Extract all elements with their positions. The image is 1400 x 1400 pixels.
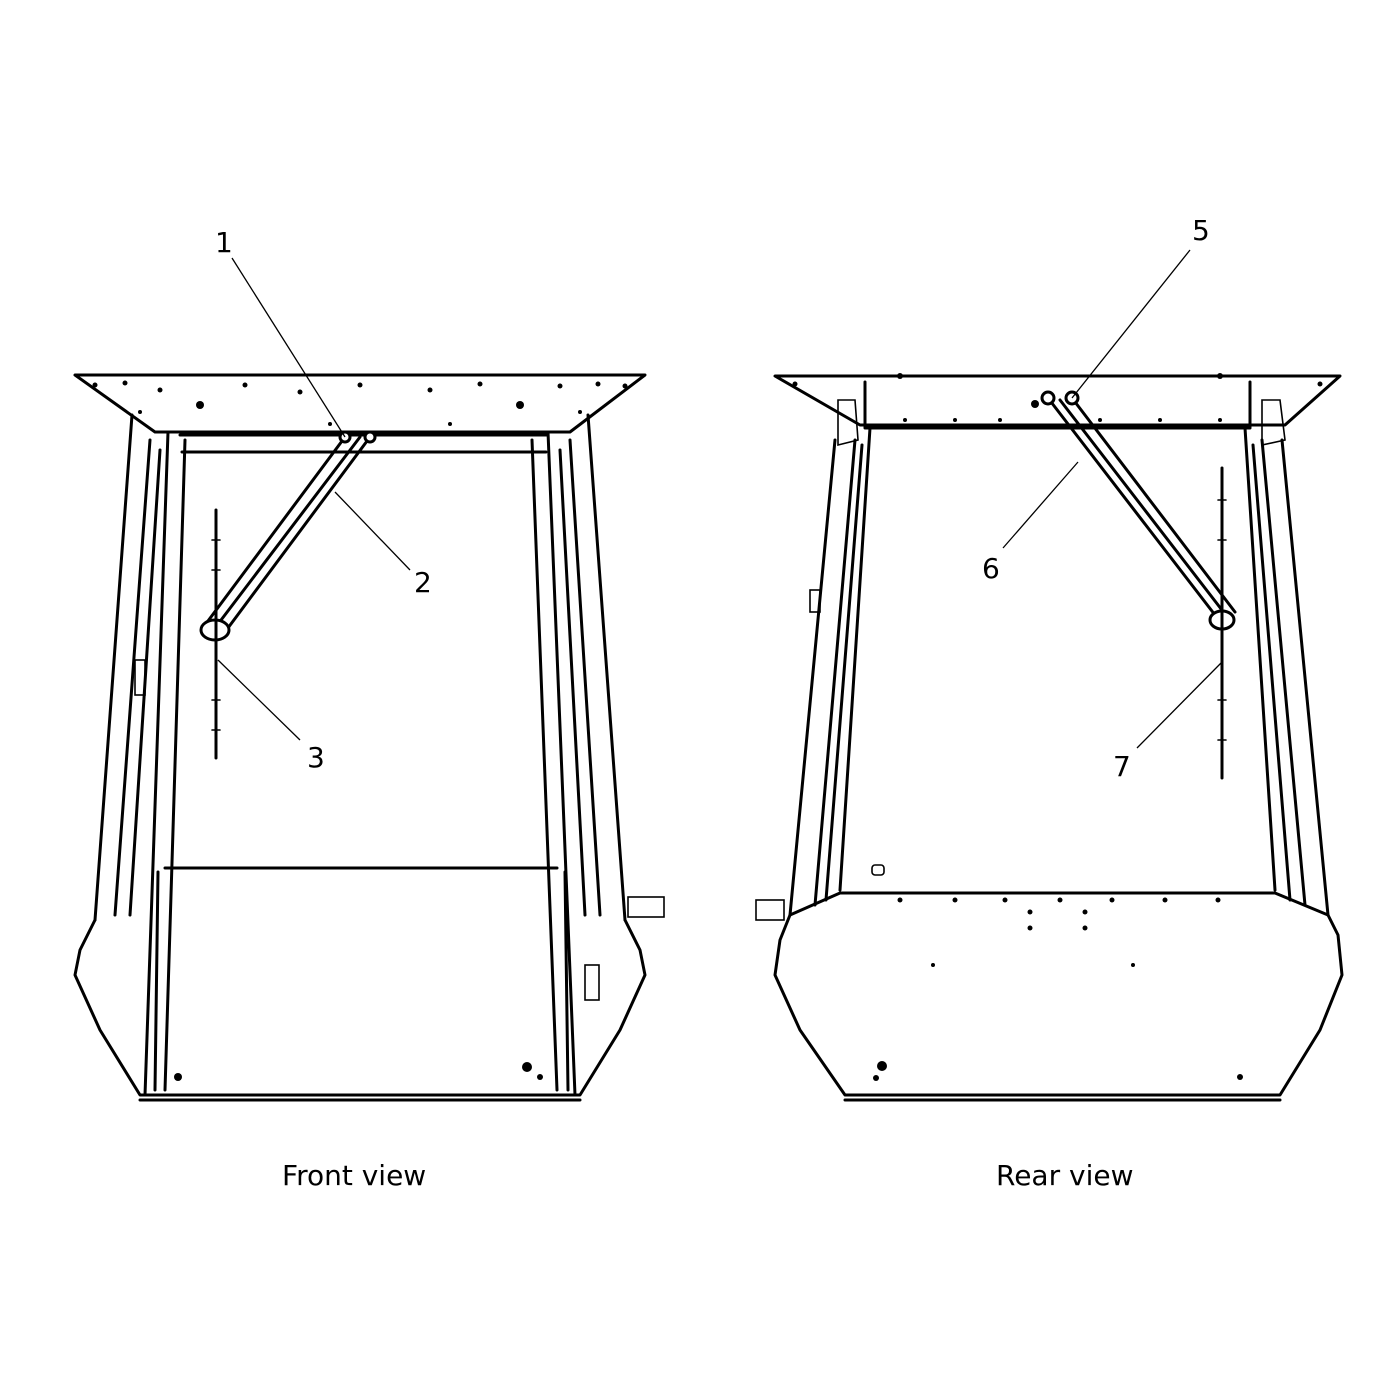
callout-7: 7 bbox=[1113, 750, 1131, 783]
front-wiper-pivot-2 bbox=[363, 430, 377, 444]
front-right-door-post bbox=[530, 430, 577, 1097]
front-wiper-arm bbox=[203, 435, 372, 634]
front-left-outer-pillar bbox=[93, 413, 162, 922]
rear-right-bracket bbox=[1261, 399, 1286, 446]
caption-front-view: Front view bbox=[282, 1159, 426, 1192]
callout-3: 3 bbox=[307, 741, 325, 774]
rear-left-pillar bbox=[788, 426, 872, 917]
callout-2: 2 bbox=[414, 566, 432, 599]
caption-rear-view: Rear view bbox=[996, 1159, 1133, 1192]
front-view-drawing bbox=[73, 373, 665, 1102]
rear-left-bracket-low bbox=[755, 899, 785, 921]
front-right-bracket bbox=[627, 896, 665, 918]
front-left-door-post bbox=[143, 430, 187, 1097]
rear-header-bar bbox=[863, 380, 1252, 430]
rear-lower-body bbox=[773, 913, 1344, 1097]
callout-6: 6 bbox=[982, 552, 1000, 585]
front-roof bbox=[73, 373, 647, 434]
rear-lower-body-top bbox=[788, 891, 1330, 917]
callout-5: 5 bbox=[1192, 214, 1210, 247]
rear-wiper-arm bbox=[1046, 396, 1237, 617]
front-roof-holes bbox=[92, 380, 628, 426]
callout-1: 1 bbox=[215, 226, 233, 259]
front-right-latch bbox=[584, 964, 600, 1001]
rear-left-bracket bbox=[837, 399, 859, 447]
front-lower-panel bbox=[153, 870, 570, 1092]
rear-callouts: 5 6 7 bbox=[982, 214, 1223, 783]
front-right-outer-pillar bbox=[558, 413, 627, 922]
rear-roof bbox=[773, 374, 1342, 427]
rear-wiper-pivot-1 bbox=[1040, 390, 1056, 406]
rear-body-holes bbox=[873, 897, 1243, 1081]
rear-small-slot bbox=[871, 864, 885, 876]
rear-left-latch bbox=[809, 589, 821, 613]
rear-right-pillar bbox=[1243, 426, 1330, 917]
front-left-handle bbox=[134, 659, 146, 696]
front-lower-body bbox=[73, 918, 647, 1097]
rear-roof-holes bbox=[792, 373, 1323, 422]
rear-view-drawing bbox=[755, 373, 1344, 1102]
front-callouts: 1 2 3 bbox=[215, 226, 432, 774]
